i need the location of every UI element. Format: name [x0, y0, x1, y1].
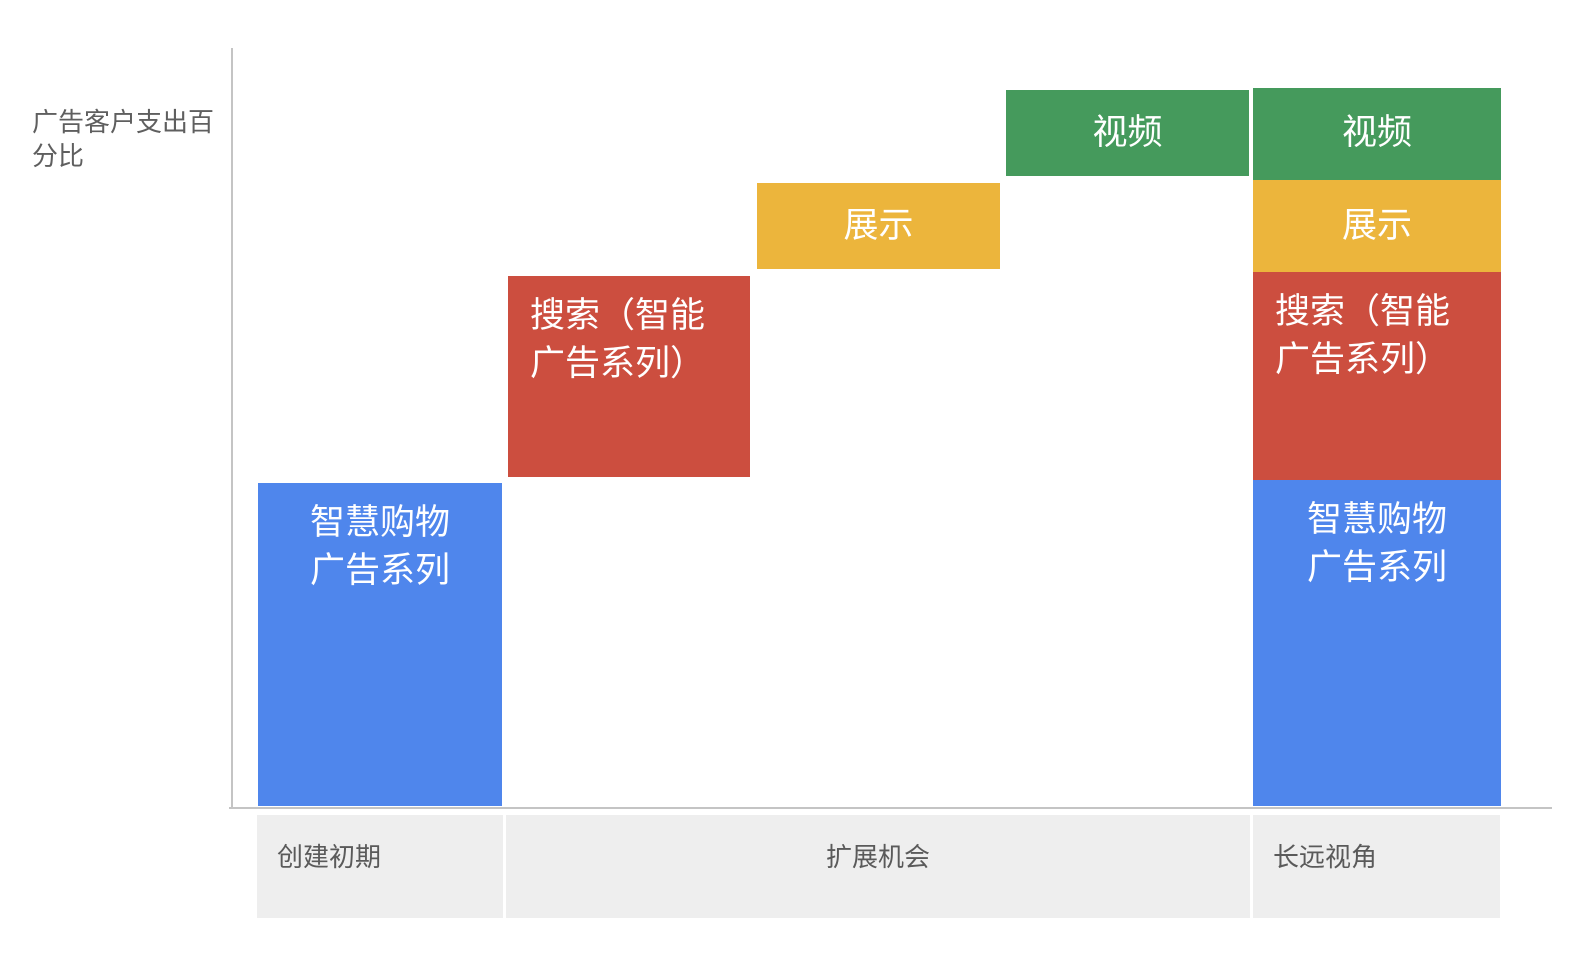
y-axis-label: 广告客户支出百分比	[32, 108, 215, 172]
bar-display: 展示	[757, 182, 1000, 270]
category-label: 创建初期	[257, 815, 503, 918]
bar-search: 搜索（智能 广告系列）	[1253, 272, 1501, 481]
bar-search: 搜索（智能 广告系列）	[508, 276, 750, 478]
bar-video: 视频	[1006, 89, 1249, 177]
bar-shopping: 智慧购物 广告系列	[1253, 480, 1501, 806]
bar-video: 视频	[1253, 88, 1501, 180]
bar-display: 展示	[1253, 179, 1501, 273]
y-axis-line	[231, 48, 233, 809]
category-label: 扩展机会	[506, 815, 1250, 918]
x-axis-line	[229, 807, 1552, 809]
bar-shopping: 智慧购物 广告系列	[258, 483, 502, 806]
category-label: 长远视角	[1253, 815, 1500, 918]
